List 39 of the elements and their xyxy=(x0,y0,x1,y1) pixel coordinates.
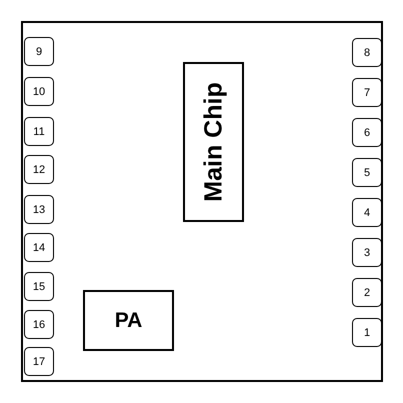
pin-pad xyxy=(24,77,54,106)
pin-pad xyxy=(24,310,54,339)
pin-number: 16 xyxy=(32,318,46,330)
pin-pad xyxy=(352,158,382,187)
pin-number: 15 xyxy=(32,280,46,292)
pin-number: 10 xyxy=(32,86,46,98)
pin-pad xyxy=(352,318,382,347)
pin-pad xyxy=(24,195,54,224)
pin-number: 13 xyxy=(32,204,46,216)
pin-pad xyxy=(352,278,382,307)
pin-number: 3 xyxy=(364,246,370,258)
pin-number: 9 xyxy=(36,46,42,58)
pin-number: 2 xyxy=(364,286,370,298)
pin-pad xyxy=(24,117,54,146)
pin-number: 4 xyxy=(364,206,370,218)
pin-pad xyxy=(24,347,54,376)
pin-pad xyxy=(24,272,54,301)
pin-number: 6 xyxy=(364,126,370,138)
pin-number: 1 xyxy=(364,326,370,338)
chip-box xyxy=(183,62,244,222)
pin-pad xyxy=(352,198,382,227)
pin-pad xyxy=(24,233,54,262)
pin-number: 7 xyxy=(364,86,370,98)
module-outline xyxy=(21,21,383,382)
pin-pad xyxy=(352,238,382,267)
pin-number: 8 xyxy=(364,46,370,58)
amplifier-box xyxy=(83,290,174,351)
pin-number: 17 xyxy=(32,356,46,368)
pin-pad xyxy=(352,118,382,147)
amplifier-label: PA xyxy=(114,308,142,332)
pin-pad xyxy=(352,78,382,107)
pin-pad xyxy=(352,38,382,67)
chip-label: Main Chip xyxy=(199,82,228,202)
pin-number: 12 xyxy=(32,164,46,176)
pin-number: 11 xyxy=(33,126,45,138)
pin-pad xyxy=(24,155,54,184)
pin-pad xyxy=(24,37,54,66)
pin-number: 5 xyxy=(364,166,370,178)
pin-number: 14 xyxy=(32,242,46,254)
